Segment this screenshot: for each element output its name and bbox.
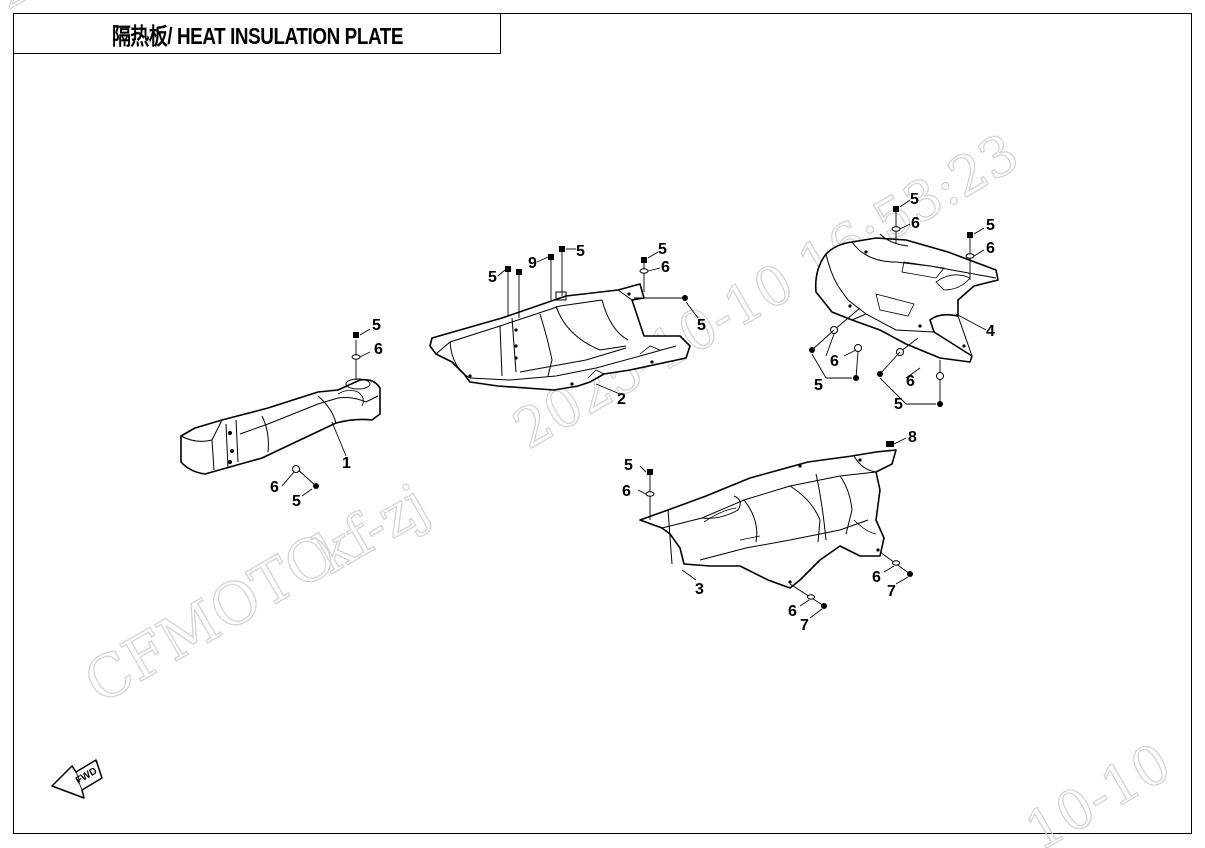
callout-p3-bolt-top: 5 bbox=[624, 457, 633, 474]
callout-p4-bolt-right: 5 bbox=[986, 217, 995, 234]
callout-p4-washer-left: 6 bbox=[830, 353, 839, 370]
watermark-brand: CFMOTO bbox=[73, 519, 348, 717]
callout-labels: 1 5 6 6 5 2 5 9 5 5 6 5 3 5 6 8 6 7 6 7 … bbox=[270, 191, 995, 634]
callout-p3-washer-top: 6 bbox=[622, 483, 631, 500]
callout-p1-bolt-top: 5 bbox=[372, 317, 381, 334]
callout-part-2: 2 bbox=[617, 391, 626, 408]
callout-p1-washer-top: 6 bbox=[374, 341, 383, 358]
watermark-timestamp-bottom: 10-10 bbox=[1015, 731, 1181, 848]
callout-p4-bolt-low: 5 bbox=[894, 396, 903, 413]
callout-p1-washer-bottom: 6 bbox=[270, 479, 279, 496]
callout-p2-bolt-right: 5 bbox=[697, 317, 706, 334]
callout-p1-bolt-bottom: 5 bbox=[292, 493, 301, 510]
callout-part-1: 1 bbox=[342, 455, 351, 472]
callout-p4-washer-top: 6 bbox=[911, 215, 920, 232]
heat-shield-part-3 bbox=[637, 437, 913, 619]
heat-shield-part-1 bbox=[180, 328, 381, 497]
callout-p3-grommet: 8 bbox=[908, 429, 917, 446]
callout-part-3: 3 bbox=[695, 581, 704, 598]
callout-p2-bolt-c: 5 bbox=[658, 241, 667, 258]
callout-p4-bolt-top: 5 bbox=[910, 191, 919, 208]
title-box: 隔热板/ HEAT INSULATION PLATE bbox=[13, 13, 501, 54]
callout-p3-nut-mid: 7 bbox=[887, 583, 896, 600]
callout-p2-bolt-b: 5 bbox=[576, 243, 585, 260]
callout-p4-washer-right: 6 bbox=[986, 240, 995, 257]
callout-part-4: 4 bbox=[986, 323, 995, 340]
forward-arrow-icon: FWD bbox=[51, 759, 103, 799]
callout-p2-bolt-a: 5 bbox=[488, 269, 497, 286]
callout-p3-washer-low: 6 bbox=[788, 603, 797, 620]
callout-p3-nut-low: 7 bbox=[800, 617, 809, 634]
callout-p4-washer-low: 6 bbox=[906, 373, 915, 390]
page-title: 隔热板/ HEAT INSULATION PLATE bbox=[111, 22, 403, 49]
drawing-frame bbox=[13, 13, 1192, 834]
callout-p3-washer-mid: 6 bbox=[872, 569, 881, 586]
callout-p2-washer-c: 6 bbox=[661, 259, 670, 276]
callout-p4-bolt-left: 5 bbox=[814, 377, 823, 394]
callout-p2-bolt-9: 9 bbox=[528, 255, 537, 272]
heat-shield-part-4 bbox=[809, 199, 999, 407]
heat-shield-part-2 bbox=[429, 246, 699, 395]
